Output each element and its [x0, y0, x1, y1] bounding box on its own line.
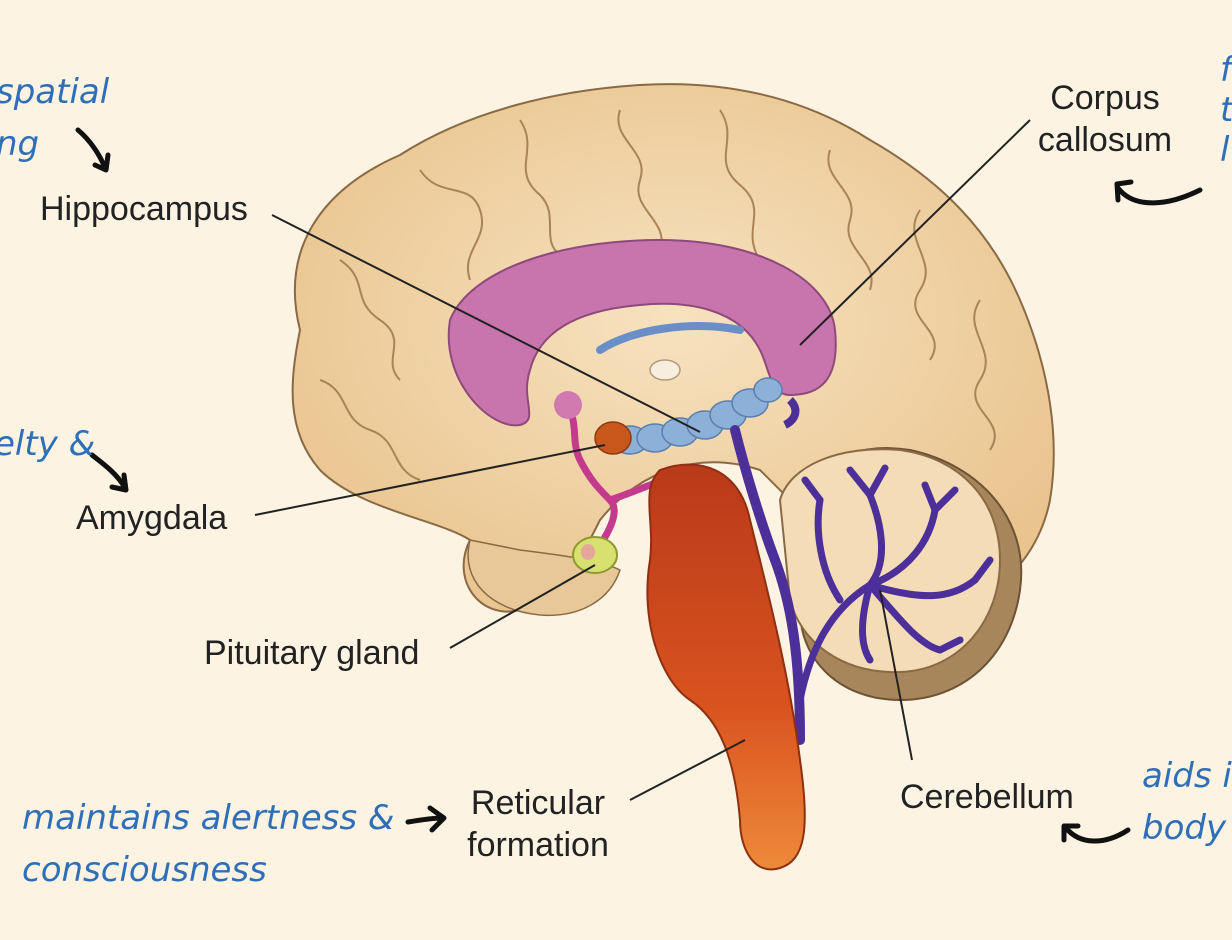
cerebral-aqueduct: [730, 425, 805, 745]
amygdala-structure: [594, 421, 632, 455]
note-corpus: f t l: [1220, 50, 1232, 170]
brainstem: [646, 463, 806, 871]
note-corpus-line1: f: [1220, 50, 1232, 90]
ventricle-branch: [782, 397, 800, 429]
temporal-lobe: [467, 539, 621, 617]
note-hippocampus-line2: ng: [0, 124, 40, 164]
arrow-corpus-icon: [1114, 179, 1203, 206]
note-hippocampus-line1: spatial: [0, 72, 110, 112]
note-cerebellum-line2: body: [1142, 808, 1227, 848]
arbor-vitae: [796, 464, 994, 704]
arrow-cerebellum-icon: [1061, 823, 1131, 844]
note-cerebellum: aids i body: [1142, 750, 1232, 854]
label-amygdala: Amygdala: [76, 499, 228, 537]
mammillary-body: [554, 391, 582, 419]
fornix: [596, 322, 744, 354]
leader-pituitary: [449, 564, 596, 649]
note-reticular: maintains alertness & consciousness: [22, 792, 394, 896]
leader-cerebellum: [879, 589, 913, 761]
label-reticular-formation: Reticular formation: [458, 782, 618, 866]
note-reticular-line2: consciousness: [22, 850, 267, 890]
cortex-folds: [319, 109, 996, 531]
thalamus: [649, 359, 681, 381]
leader-corpus-callosum: [799, 119, 1031, 346]
label-corpus-line1: Corpus: [1050, 79, 1160, 117]
leader-lines: [254, 119, 1031, 801]
corpus-callosum: [447, 238, 837, 427]
note-corpus-line2: t: [1220, 90, 1232, 130]
label-reticular-line2: formation: [467, 826, 609, 864]
hand-arrows: [75, 127, 1203, 844]
leader-reticular: [629, 739, 746, 801]
label-reticular-line1: Reticular: [470, 784, 606, 822]
note-corpus-line3: l: [1220, 130, 1230, 170]
arrow-hippocampus-icon: [75, 127, 111, 173]
pituitary-core: [581, 544, 595, 560]
note-reticular-line1: maintains alertness &: [22, 798, 395, 838]
leader-amygdala: [254, 444, 606, 516]
label-corpus-callosum: Corpus callosum: [1030, 77, 1180, 161]
label-hippocampus: Hippocampus: [40, 190, 248, 228]
leader-hippocampus: [271, 214, 701, 433]
label-cerebellum: Cerebellum: [900, 778, 1074, 816]
limbic-tract: [561, 401, 618, 549]
note-hippocampus: spatial ng: [0, 66, 109, 170]
note-amygdala: elty &: [0, 424, 96, 464]
label-corpus-line2: callosum: [1037, 121, 1173, 159]
note-cerebellum-line1: aids i: [1142, 756, 1232, 796]
pituitary-structure: [572, 536, 618, 574]
label-pituitary: Pituitary gland: [204, 634, 420, 672]
arrow-reticular-icon: [405, 805, 447, 833]
arrow-amygdala-icon: [89, 452, 129, 493]
